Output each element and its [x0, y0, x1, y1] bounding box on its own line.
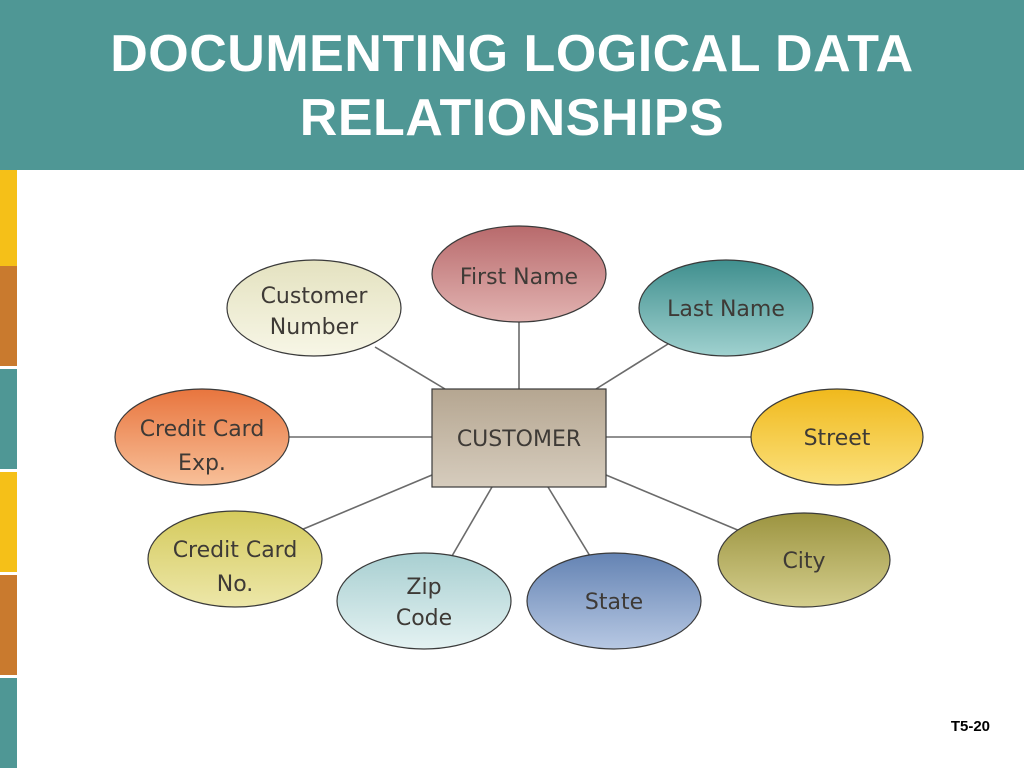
attribute-label: First Name — [460, 265, 578, 290]
attribute-label: Customer — [261, 284, 369, 309]
attribute-zip-code: Zip Code — [336, 552, 512, 650]
attribute-state: State — [526, 552, 702, 650]
connector-line — [605, 474, 741, 532]
attribute-city: City — [717, 512, 891, 608]
attribute-label: Street — [804, 426, 871, 451]
sidebar-segment — [0, 266, 17, 366]
attribute-label: Credit Card — [173, 538, 298, 563]
attribute-label: Credit Card — [140, 417, 265, 442]
attribute-label: No. — [217, 572, 254, 597]
connector-line — [374, 346, 446, 390]
attribute-label: State — [585, 590, 643, 615]
sidebar-segment — [0, 678, 17, 768]
connector-line — [300, 474, 433, 531]
slide-title-line-2: RELATIONSHIPS — [299, 89, 725, 147]
sidebar-segment — [0, 472, 17, 572]
attribute-label: Exp. — [178, 451, 226, 476]
attribute-customer-number: Customer Number — [226, 259, 402, 357]
attribute-credit-card-exp: Credit Card Exp. — [114, 388, 290, 486]
connector-line — [547, 486, 591, 557]
sidebar-segment — [0, 369, 17, 469]
attribute-label: Code — [396, 606, 452, 631]
slide-title-line-1: DOCUMENTING LOGICAL DATA — [110, 25, 914, 83]
attribute-street: Street — [750, 388, 924, 486]
attribute-label: Number — [270, 315, 359, 340]
decorative-sidebar — [0, 170, 17, 768]
sidebar-segment — [0, 575, 17, 675]
sidebar-segment — [0, 170, 17, 270]
attribute-label: Last Name — [667, 297, 785, 322]
attribute-first-name: First Name — [431, 225, 607, 323]
attribute-last-name: Last Name — [638, 259, 814, 357]
title-banner: DOCUMENTING LOGICAL DATA RELATIONSHIPS — [0, 0, 1024, 170]
attribute-label: City — [782, 549, 825, 574]
attribute-credit-card-no: Credit Card No. — [147, 510, 323, 608]
slide-title: DOCUMENTING LOGICAL DATA RELATIONSHIPS — [0, 22, 1024, 150]
attribute-label: Zip — [406, 575, 441, 600]
connector-line — [595, 343, 669, 390]
page-number: T5-20 — [950, 718, 990, 735]
entity-label: CUSTOMER — [457, 427, 581, 452]
entity-customer: CUSTOMER — [431, 388, 607, 488]
connector-line — [451, 486, 493, 557]
